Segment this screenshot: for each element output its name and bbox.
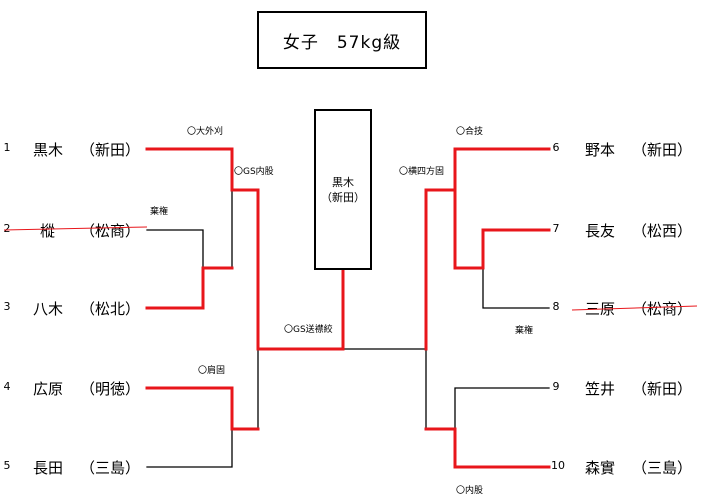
seed-number: 1 <box>3 141 11 154</box>
bracket-line-left-4 <box>145 386 260 431</box>
technique-label: 〇内股 <box>456 486 484 496</box>
technique-label: 〇横四方固 <box>399 167 445 177</box>
technique-label: 〇大外刈 <box>187 127 224 137</box>
competitor-team: （松商） <box>80 222 141 240</box>
competitor-team: （松商） <box>632 300 693 318</box>
competitor-team: （新田） <box>632 380 693 398</box>
technique-label: 〇GS送襟絞 <box>284 325 333 335</box>
seed-number: 6 <box>552 141 560 154</box>
bracket-line-right-9 <box>454 387 550 430</box>
competitor-name: 樅 <box>40 222 56 240</box>
competitor-name: 八木 <box>33 300 64 318</box>
seed-number: 10 <box>551 459 565 472</box>
seed-number: 7 <box>552 222 560 235</box>
competitor-name: 長田 <box>33 459 64 477</box>
winner-box: 黒木 （新田） <box>314 109 372 270</box>
competitor-team: （明徳） <box>80 380 141 398</box>
seed-number: 9 <box>552 380 560 393</box>
competitor-name: 広原 <box>33 380 64 398</box>
bracket-line-left-2 <box>146 229 204 269</box>
competitor-name: 野本 <box>585 141 616 159</box>
winner-name: 黒木 <box>332 175 354 189</box>
bracket-line-left-5 <box>146 428 233 468</box>
competitor-name: 笠井 <box>585 380 616 398</box>
bracket-line-left-1 <box>145 147 345 351</box>
competitor-team: （三島） <box>632 459 693 477</box>
winner-team: （新田） <box>321 190 365 204</box>
seed-number: 3 <box>3 300 11 313</box>
bracket-line-left-3 <box>145 266 234 310</box>
competitor-team: （新田） <box>80 141 141 159</box>
competitor-team: （松西） <box>632 222 693 240</box>
competitor-team: （松北） <box>80 300 141 318</box>
competitor-name: 森實 <box>585 459 616 477</box>
bracket-line-right-8 <box>482 267 550 309</box>
technique-label: 〇GS内股 <box>234 167 274 177</box>
strike-right-8 <box>571 305 698 311</box>
competitor-team: （新田） <box>632 141 693 159</box>
technique-label: 〇肩固 <box>198 366 226 376</box>
technique-label: 棄権 <box>150 207 169 217</box>
seed-number: 2 <box>3 222 11 235</box>
seed-number: 5 <box>3 459 11 472</box>
strike-left-2 <box>3 226 148 231</box>
technique-label: 棄権 <box>515 326 534 336</box>
seed-number: 8 <box>552 300 560 313</box>
competitor-name: 長友 <box>585 222 616 240</box>
page-title: 女子 57kg級 <box>257 11 427 69</box>
bracket-line-right-10 <box>424 427 551 469</box>
competitor-name: 黒木 <box>33 141 64 159</box>
technique-label: 〇合技 <box>456 127 484 137</box>
competitor-team: （三島） <box>80 459 141 477</box>
seed-number: 4 <box>3 380 11 393</box>
bracket-line-right-7 <box>453 188 551 270</box>
